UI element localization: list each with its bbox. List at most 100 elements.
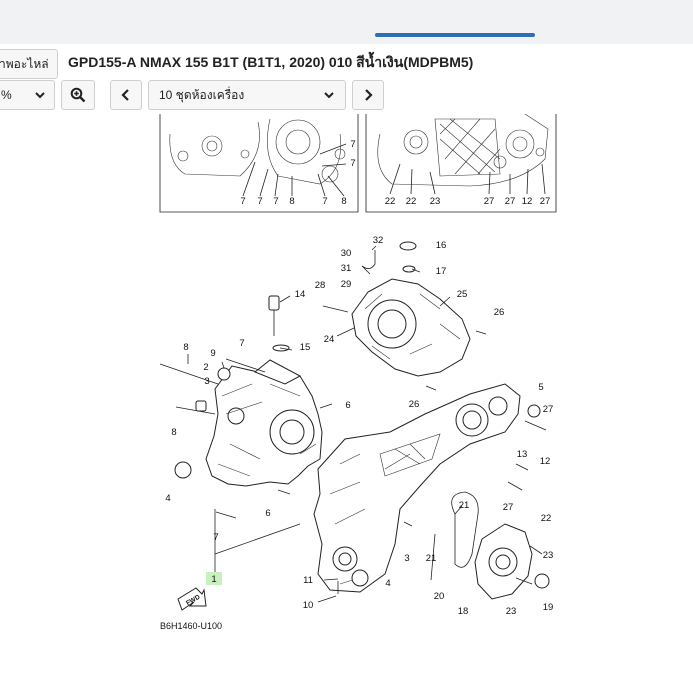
inset-callout[interactable]: 8 [341, 196, 346, 207]
callout-labels: 1 2 3 3 4 4 5 6 6 7 7 8 8 9 10 11 12 13 … [165, 235, 553, 617]
callout-20[interactable]: 20 [434, 591, 445, 602]
parts-image-tab[interactable]: าพอะไหล่ [0, 49, 58, 79]
next-section-button[interactable] [352, 80, 384, 110]
inset-left-panel [159, 114, 359, 213]
zoom-in-icon [70, 87, 86, 103]
callout-15[interactable]: 15 [300, 342, 311, 353]
diagram-code: B6H1460-U100 [160, 621, 222, 631]
section-select[interactable]: 10 ชุดห้องเครื่อง [148, 80, 346, 110]
inset-callout[interactable]: 12 [522, 196, 533, 207]
active-tab-indicator [375, 33, 535, 37]
dowel-pin [195, 400, 207, 412]
inset-callout[interactable]: 27 [505, 196, 516, 207]
previous-section-button[interactable] [110, 80, 142, 110]
bolts [159, 305, 547, 594]
callout-7[interactable]: 7 [239, 338, 244, 349]
callout-4[interactable]: 4 [385, 578, 390, 589]
callout-21[interactable]: 21 [459, 500, 470, 511]
callout-27[interactable]: 27 [503, 502, 514, 513]
oil-level-gauge [268, 295, 290, 352]
top-nav-strip [0, 0, 693, 45]
inset-right-callouts: 22 22 23 27 27 12 27 [385, 196, 551, 207]
inset-callout[interactable]: 8 [289, 196, 294, 207]
callout-27[interactable]: 27 [543, 404, 554, 415]
callout-1-highlight [206, 572, 222, 585]
callout-19[interactable]: 19 [543, 602, 554, 613]
callout-3[interactable]: 3 [404, 553, 409, 564]
chevron-right-icon [362, 88, 374, 102]
zoom-select[interactable]: % [0, 80, 55, 110]
callout-28[interactable]: 28 [315, 280, 326, 291]
filler-cap [399, 241, 417, 251]
callout-32[interactable]: 32 [373, 235, 384, 246]
inset-callout[interactable]: 27 [540, 196, 551, 207]
chevron-down-icon [34, 89, 46, 101]
inset-callout[interactable]: 7 [322, 196, 327, 207]
callout-12[interactable]: 12 [540, 456, 551, 467]
callout-13[interactable]: 13 [517, 449, 528, 460]
inset-callout[interactable]: 7 [240, 196, 245, 207]
callout-31[interactable]: 31 [341, 263, 352, 274]
inset-right-panel [365, 114, 557, 213]
inset-callout[interactable]: 7 [350, 158, 355, 169]
o-ring [402, 265, 416, 273]
inset-callout[interactable]: 7 [273, 196, 278, 207]
right-crankcase [313, 383, 521, 593]
page-title: GPD155-A NMAX 155 B1T (B1T1, 2020) 010 ส… [68, 54, 474, 70]
inset-callout[interactable]: 22 [385, 196, 396, 207]
callout-4[interactable]: 4 [165, 493, 170, 504]
inset-callout[interactable]: 27 [484, 196, 495, 207]
oil-seal-lower [534, 573, 550, 589]
callout-14[interactable]: 14 [295, 289, 306, 300]
left-crankcase [205, 359, 323, 487]
inset-callout[interactable]: 7 [350, 139, 355, 150]
chevron-left-icon [120, 88, 132, 102]
callout-18[interactable]: 18 [458, 606, 469, 617]
callout-23[interactable]: 23 [506, 606, 517, 617]
toolbar: าพอะไหล่ GPD155-A NMAX 155 B1T (B1T1, 20… [0, 44, 693, 114]
callout-25[interactable]: 25 [457, 289, 468, 300]
crankcase-cover [351, 278, 471, 377]
callout-11[interactable]: 11 [303, 575, 313, 586]
oil-seal-right [527, 404, 541, 418]
callout-17[interactable]: 17 [436, 266, 447, 277]
callout-22[interactable]: 22 [541, 513, 552, 524]
callout-6[interactable]: 6 [265, 508, 270, 519]
oil-seal-left [217, 367, 231, 381]
callout-21[interactable]: 21 [426, 553, 437, 564]
section-select-value: 10 ชุดห้องเครื่อง [159, 88, 245, 102]
bearing-left [174, 461, 192, 479]
fwd-arrow-icon: FWD [177, 587, 207, 611]
callout-24[interactable]: 24 [324, 334, 335, 345]
zoom-button[interactable] [61, 80, 95, 110]
parts-image-tab-label: าพอะไหล่ [0, 57, 49, 71]
callout-9[interactable]: 9 [210, 348, 215, 359]
callout-26[interactable]: 26 [409, 399, 420, 410]
gasket [451, 491, 479, 568]
callout-23[interactable]: 23 [543, 550, 554, 561]
callout-8[interactable]: 8 [171, 427, 176, 438]
bearing-right [351, 569, 369, 587]
callout-5[interactable]: 5 [538, 382, 543, 393]
callout-30[interactable]: 30 [341, 248, 352, 259]
zoom-select-value: % [1, 88, 12, 102]
inset-callout[interactable]: 23 [430, 196, 441, 207]
inset-callout[interactable]: 7 [257, 196, 262, 207]
callout-1[interactable]: 1 [211, 574, 216, 585]
callout-leaders [187, 245, 463, 603]
inset-callout[interactable]: 22 [406, 196, 417, 207]
callout-29[interactable]: 29 [341, 279, 352, 290]
oil-strainer-cover [474, 523, 533, 600]
callout-6[interactable]: 6 [345, 400, 350, 411]
callout-16[interactable]: 16 [436, 240, 447, 251]
callout-8[interactable]: 8 [183, 342, 188, 353]
chevron-down-icon [323, 89, 335, 101]
callout-26[interactable]: 26 [494, 307, 505, 318]
callout-10[interactable]: 10 [303, 600, 314, 611]
breather-hose [361, 250, 376, 275]
callout-3[interactable]: 3 [204, 376, 209, 387]
callout-2[interactable]: 2 [203, 362, 208, 373]
callout-7[interactable]: 7 [213, 532, 218, 543]
